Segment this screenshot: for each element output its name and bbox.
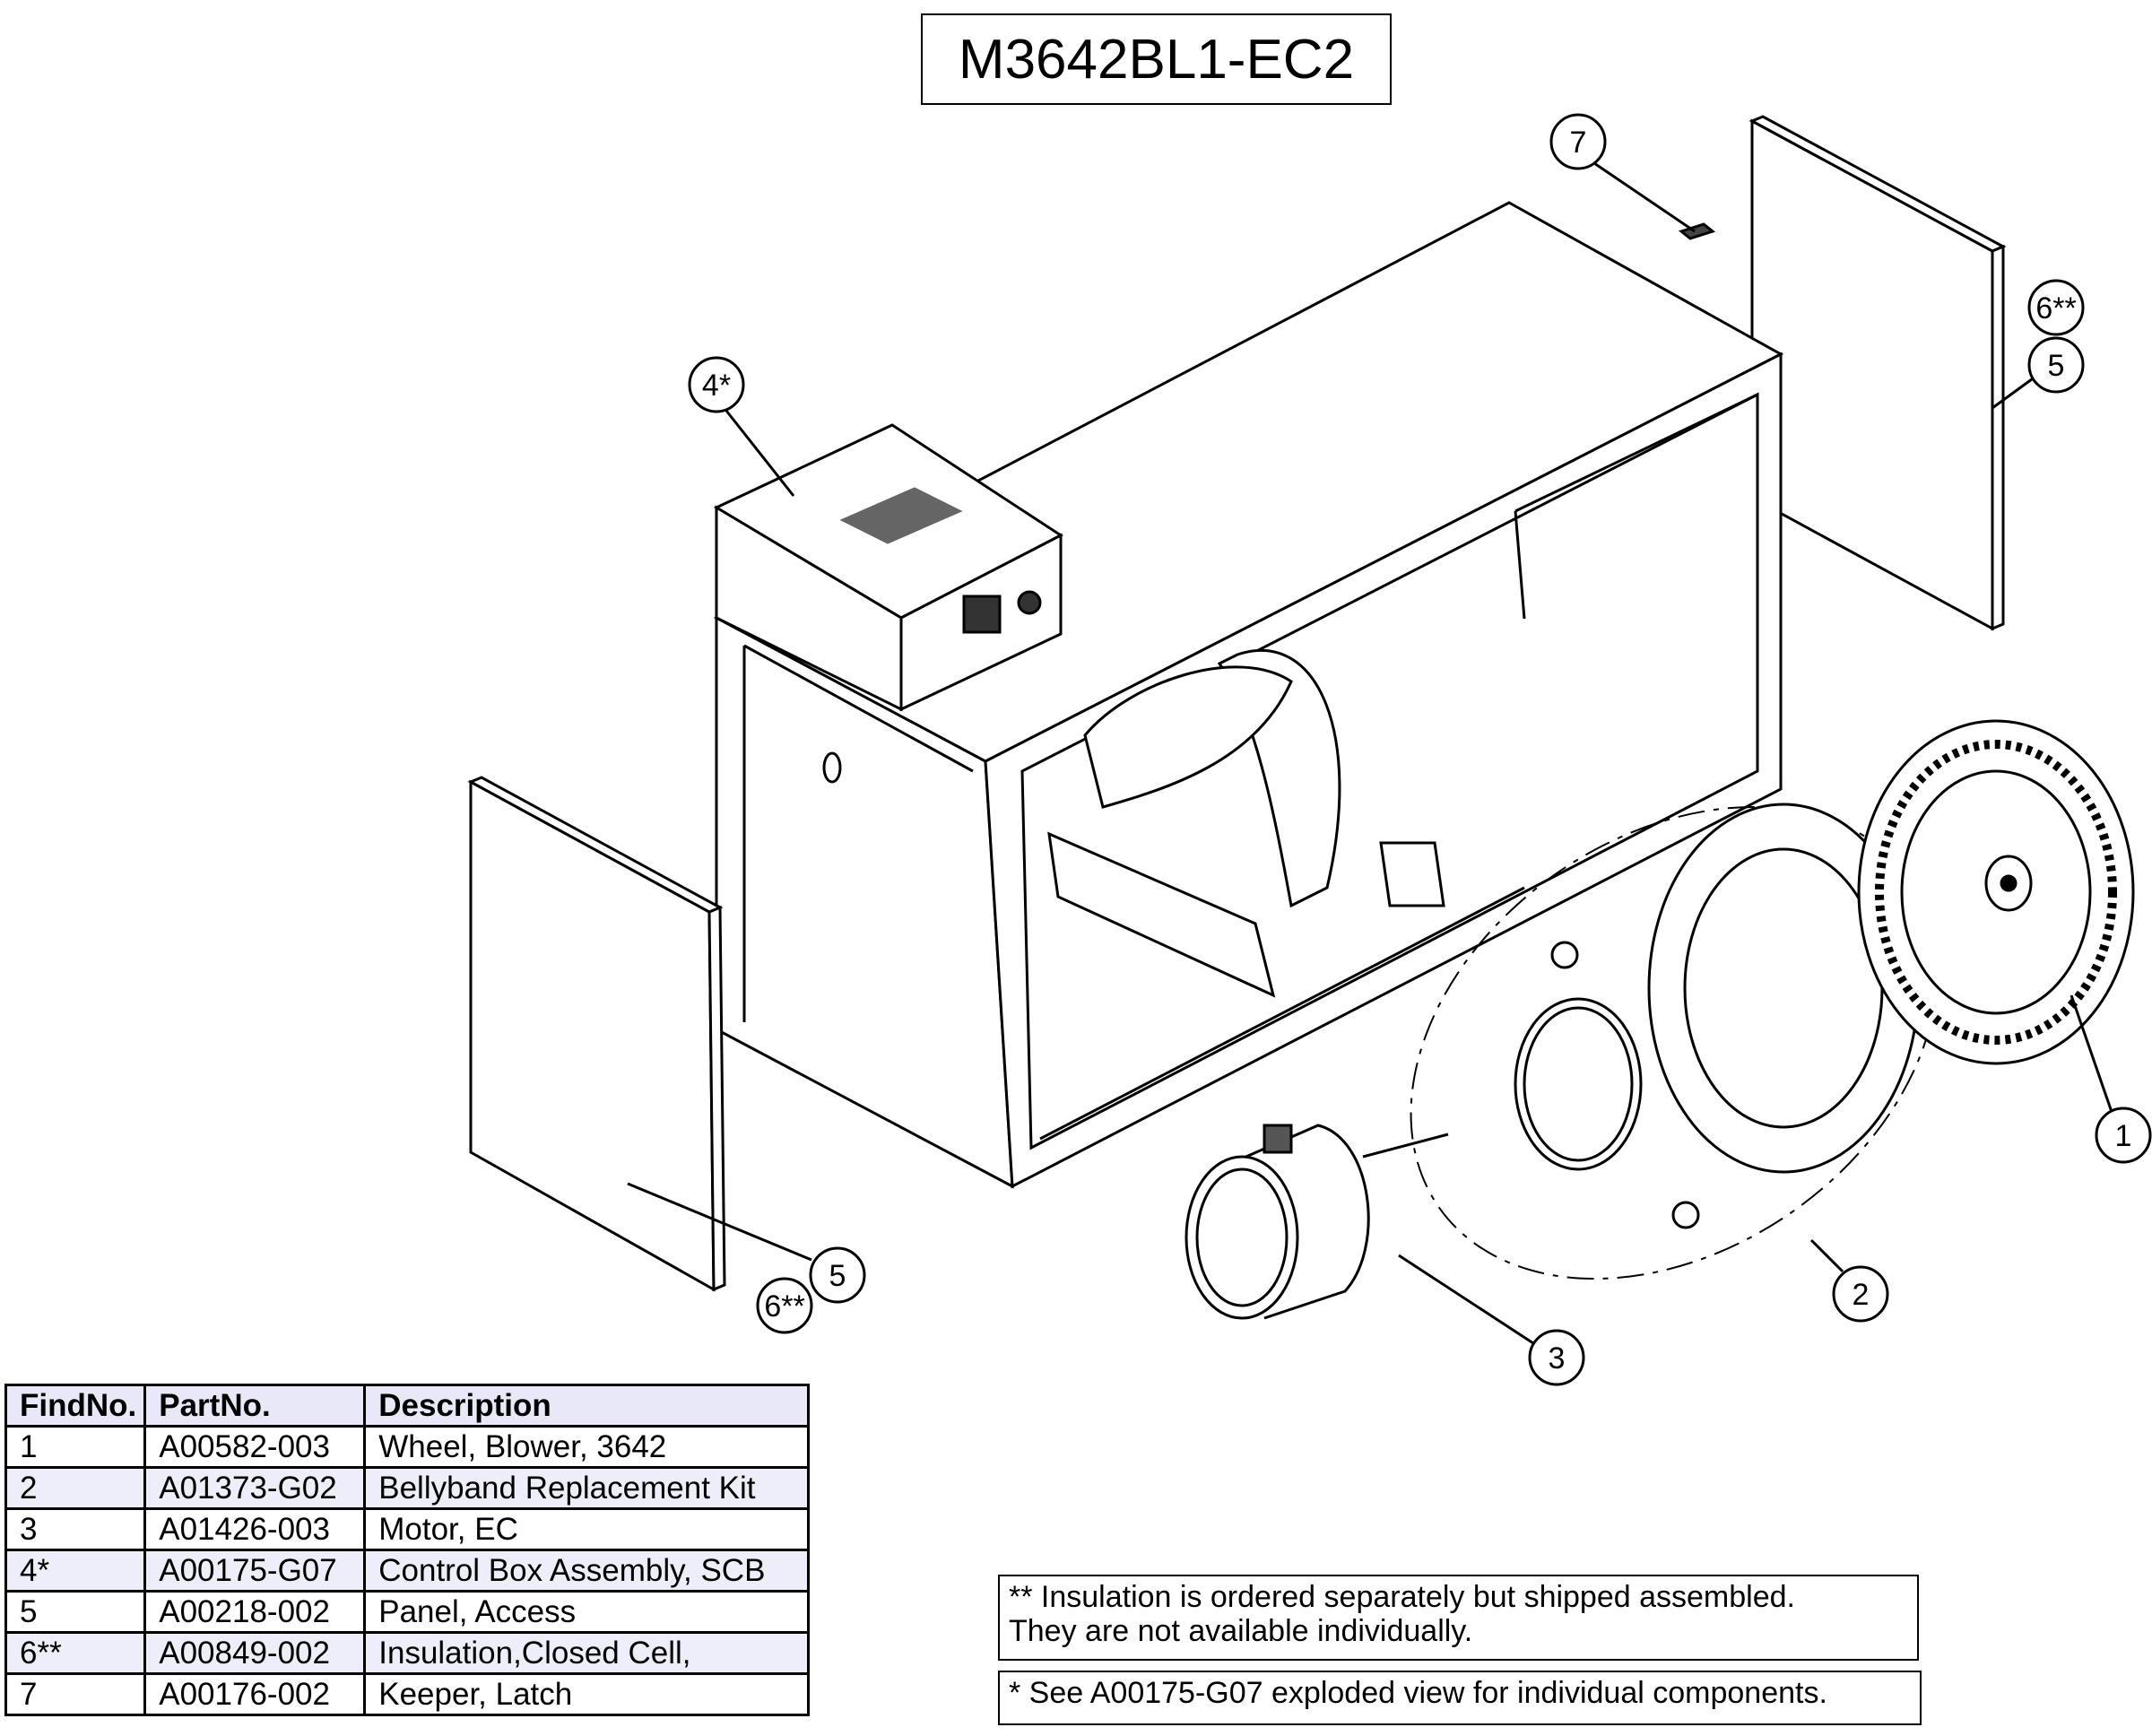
blower-wheel	[1857, 719, 2135, 1065]
insulation-note-line1: ** Insulation is ordered separately but …	[1009, 1580, 1795, 1614]
callout-3: 3	[1528, 1329, 1585, 1386]
callout-1: 1	[2095, 1107, 2152, 1164]
svg-text:5: 5	[2048, 349, 2065, 383]
cell-description: Motor, EC	[363, 1507, 810, 1551]
keeper-latch	[1678, 222, 1716, 240]
cell-partno: A00176-002	[143, 1672, 367, 1716]
cell-findno: 4*	[4, 1549, 147, 1593]
cell-findno: 1	[4, 1425, 147, 1469]
cell-description: Wheel, Blower, 3642	[363, 1425, 810, 1469]
cell-findno: 3	[4, 1507, 147, 1551]
header-partno: PartNo.	[143, 1384, 367, 1428]
callout-6-right: 6**	[2027, 279, 2085, 336]
cell-partno: A01373-G02	[143, 1466, 367, 1510]
cell-description: Keeper, Latch	[363, 1672, 810, 1716]
cell-partno: A00849-002	[143, 1631, 367, 1675]
insulation-note-line2: They are not available individually.	[1009, 1614, 1473, 1648]
callout-7: 7	[1549, 113, 1607, 170]
svg-text:2: 2	[1853, 1278, 1870, 1312]
bellyband-kit	[1410, 803, 1939, 1280]
cell-findno: 6**	[4, 1631, 147, 1675]
leader-lines	[627, 160, 2113, 1345]
access-panel-left	[467, 776, 726, 1292]
svg-text:6**: 6**	[2035, 291, 2076, 326]
svg-text:1: 1	[2115, 1119, 2132, 1153]
control-box-note: * See A00175-G07 exploded view for indiv…	[998, 1671, 1922, 1725]
control-box-note-text: * See A00175-G07 exploded view for indiv…	[1009, 1676, 1827, 1710]
control-box-assembly	[713, 423, 1063, 712]
cell-partno: A00582-003	[143, 1425, 367, 1469]
svg-text:4*: 4*	[702, 369, 731, 403]
header-findno: FindNo.	[4, 1384, 147, 1428]
blower-scroll	[1047, 648, 1445, 998]
svg-text:5: 5	[829, 1259, 846, 1293]
cell-findno: 7	[4, 1672, 147, 1716]
table-header-row: FindNo. PartNo. Description	[4, 1384, 810, 1428]
callout-6-left: 6**	[756, 1277, 813, 1334]
cell-partno: A00175-G07	[143, 1549, 367, 1593]
callout-4: 4*	[688, 356, 745, 413]
callout-5-left: 5	[809, 1246, 866, 1304]
insulation-note: ** Insulation is ordered separately but …	[998, 1575, 1919, 1661]
callout-2: 2	[1832, 1265, 1889, 1323]
svg-text:3: 3	[1549, 1341, 1566, 1376]
cell-findno: 2	[4, 1466, 147, 1510]
callout-5-right: 5	[2027, 336, 2085, 394]
cell-partno: A01426-003	[143, 1507, 367, 1551]
cell-description: Panel, Access	[363, 1590, 810, 1634]
ec-motor	[1184, 1124, 1449, 1320]
cell-findno: 5	[4, 1590, 147, 1634]
svg-text:6**: 6**	[764, 1289, 804, 1324]
drawing-title: M3642BL1-EC2	[921, 13, 1392, 105]
cell-partno: A00218-002	[143, 1590, 367, 1634]
cell-description: Control Box Assembly, SCB	[363, 1549, 810, 1593]
access-panel-right	[1748, 115, 2007, 631]
svg-text:7: 7	[1570, 126, 1587, 160]
cell-description: Insulation,Closed Cell,	[363, 1631, 810, 1675]
cell-description: Bellyband Replacement Kit	[363, 1466, 810, 1510]
header-description: Description	[363, 1384, 810, 1428]
